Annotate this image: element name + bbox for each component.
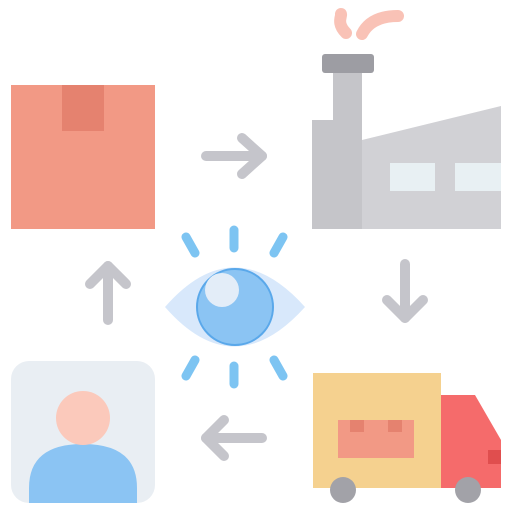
truck-wheel-rear — [330, 477, 356, 503]
factory-left-block — [312, 120, 342, 229]
eye-highlight — [205, 273, 239, 307]
arrow-right-icon — [201, 133, 267, 179]
eye-icon — [165, 225, 305, 389]
smoke-left — [334, 8, 352, 39]
smoke-right — [356, 10, 404, 40]
avatar-head — [56, 391, 110, 445]
truck-box-2-tape — [388, 420, 402, 432]
avatar-body — [29, 444, 137, 503]
factory-window-1 — [390, 163, 435, 191]
box-tape — [62, 85, 104, 131]
package-box-icon — [11, 85, 155, 229]
user-avatar-icon — [11, 361, 155, 503]
factory-window-2 — [455, 163, 501, 191]
delivery-truck-icon — [313, 373, 501, 503]
arrow-left-icon — [201, 415, 267, 461]
factory-icon — [312, 8, 501, 229]
truck-light — [488, 450, 501, 464]
arrow-up-icon — [85, 261, 131, 325]
truck-cab — [441, 395, 501, 488]
arrow-down-icon — [382, 259, 428, 323]
truck-box-1-tape — [350, 420, 364, 432]
chimney-cap — [322, 54, 374, 73]
truck-wheel-front — [455, 477, 481, 503]
visibility-rays — [181, 225, 288, 389]
